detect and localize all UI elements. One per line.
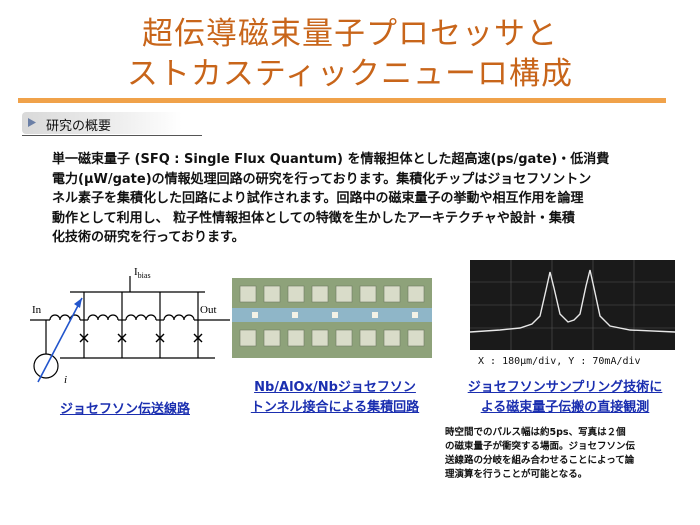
overview-line: 単一磁束量子 (SFQ : Single Flux Quantum) を情報担体… <box>52 152 610 167</box>
scope-caption[interactable]: ジョセフソンサンプリング技術に よる磁束量子伝搬の直接観測 <box>440 378 690 418</box>
oscilloscope-trace <box>469 260 676 350</box>
chip-caption-line-1[interactable]: Nb/AlOx/Nbジョセフソン <box>254 380 416 395</box>
note-line: 時空間でのパルス幅は約5ps、写真は２個 <box>445 427 626 438</box>
label-current: i <box>64 374 68 386</box>
scope-caption-line-2[interactable]: よる磁束量子伝搬の直接観測 <box>480 400 650 415</box>
note-line: 理演算を行うことが可能となる。 <box>445 469 588 480</box>
scope-scale-label: X : 180μm/div, Y : 70mA/div <box>478 356 641 367</box>
note-line: 送線路の分岐を組み合わせることによって論 <box>445 455 635 466</box>
title-line-2: ストカスティックニューロ構成 <box>126 56 574 92</box>
overview-paragraph: 単一磁束量子 (SFQ : Single Flux Quantum) を情報担体… <box>52 150 667 248</box>
scope-caption-line-1[interactable]: ジョセフソンサンプリング技術に <box>467 380 663 395</box>
section-heading-label: 研究の概要 <box>46 119 112 134</box>
circuit-schematic <box>30 276 230 383</box>
scope-image <box>469 260 676 350</box>
label-ibias: Ibias <box>134 266 151 281</box>
chip-micrograph <box>232 278 432 358</box>
overview-line: 動作として利用し、 粒子性情報担体としての特徴を生かしたアーキテクチャや設計・集… <box>52 210 575 226</box>
section-underline <box>22 135 202 136</box>
chip-image <box>232 278 432 358</box>
chip-caption[interactable]: Nb/AlOx/Nbジョセフソン トンネル接合による集積回路 <box>230 378 440 418</box>
slide-title: 超伝導磁束量子プロセッサと ストカスティックニューロ構成 <box>0 14 700 94</box>
label-out: Out <box>200 304 217 316</box>
circuit-caption[interactable]: ジョセフソン伝送線路 <box>59 402 190 417</box>
label-in: In <box>32 304 42 316</box>
title-divider <box>18 98 666 103</box>
chip-caption-line-2[interactable]: トンネル接合による集積回路 <box>250 400 420 415</box>
jtl-circuit-diagram: In Out Ibias i <box>30 266 230 390</box>
overview-line: ネル素子を集積化した回路により試作されます。回路中の磁束量子の挙動や相互作用を論… <box>52 191 584 206</box>
section-heading: 研究の概要 <box>22 112 202 136</box>
bullet-icon <box>28 118 36 127</box>
title-line-1: 超伝導磁束量子プロセッサと <box>142 16 558 52</box>
note-line: の磁束量子が衝突する場面。ジョセフソン伝 <box>445 441 636 452</box>
overview-line: 電力(μW/gate)の情報処理回路の研究を行っております。集積化チップはジョセ… <box>52 171 592 187</box>
scope-note: 時空間でのパルス幅は約5ps、写真は２個 の磁束量子が衝突する場面。ジョセフソン… <box>445 426 685 482</box>
overview-line: 化技術の研究を行っております。 <box>52 230 245 245</box>
